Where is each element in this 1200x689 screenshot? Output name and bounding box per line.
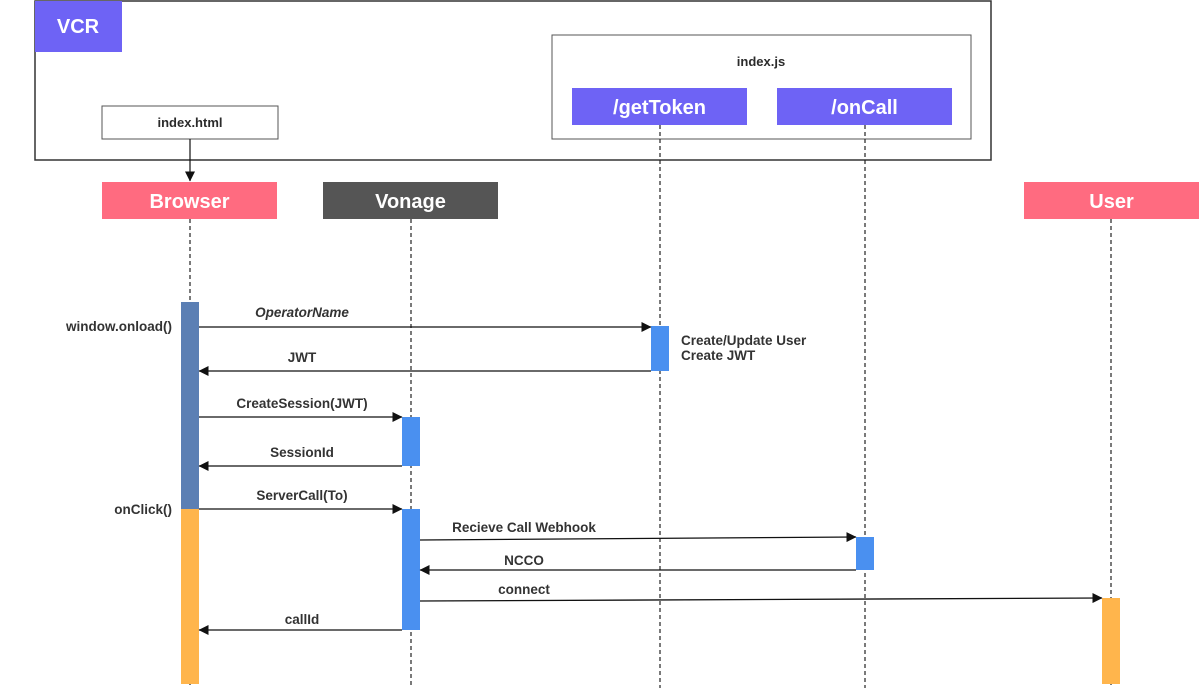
vonage-session-activation bbox=[402, 417, 420, 466]
ncco-label: NCCO bbox=[504, 553, 544, 568]
index-html-box bbox=[101, 105, 279, 140]
get-token-activation bbox=[651, 326, 669, 371]
vcr-badge bbox=[35, 1, 122, 52]
operator-name-label: OperatorName bbox=[255, 305, 349, 320]
on-call-label: /onCall bbox=[831, 97, 898, 119]
on-click-label: onClick() bbox=[114, 502, 172, 517]
get-token-label: /getToken bbox=[613, 97, 706, 119]
vonage-header-label: Vonage bbox=[375, 191, 446, 213]
vonage-header bbox=[323, 182, 498, 219]
connect-label: connect bbox=[498, 582, 550, 597]
browser-header-label: Browser bbox=[149, 191, 229, 213]
connect-arrow bbox=[419, 593, 1103, 604]
window-onload-label: window.onload() bbox=[65, 319, 172, 334]
create-jwt-note: Create JWT bbox=[681, 348, 756, 363]
user-header bbox=[1024, 182, 1199, 219]
receive-call-webhook-label: Recieve Call Webhook bbox=[452, 520, 596, 535]
index-html-label: index.html bbox=[157, 115, 222, 130]
session-id-label: SessionId bbox=[270, 445, 334, 460]
receive-call-webhook-arrow bbox=[419, 532, 857, 543]
index-js-label: index.js bbox=[737, 54, 785, 69]
on-call-endpoint bbox=[777, 88, 952, 125]
vcr-title: VCR bbox=[57, 16, 100, 38]
user-activation bbox=[1102, 598, 1120, 684]
server-call-label: ServerCall(To) bbox=[256, 488, 347, 503]
user-header-label: User bbox=[1089, 191, 1134, 213]
browser-header bbox=[102, 182, 277, 219]
vonage-call-activation bbox=[402, 509, 420, 630]
jwt-label: JWT bbox=[288, 350, 317, 365]
create-session-label: CreateSession(JWT) bbox=[236, 396, 367, 411]
get-token-endpoint bbox=[572, 88, 747, 125]
browser-onload-activation bbox=[181, 302, 199, 509]
create-update-user-note: Create/Update User bbox=[681, 333, 807, 348]
vcr-container bbox=[34, 0, 992, 161]
browser-onclick-activation bbox=[181, 509, 199, 684]
call-id-label: callId bbox=[285, 612, 320, 627]
on-call-activation bbox=[856, 537, 874, 570]
